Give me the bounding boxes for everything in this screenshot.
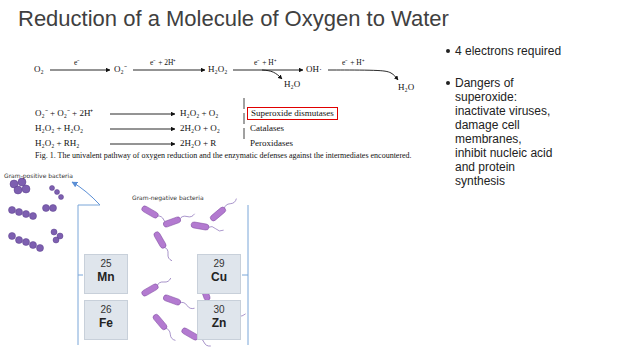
atomic-number: 25 [85,258,127,270]
equation-left: H₂O₂ + H₂O₂ [35,123,83,134]
species: H₂O₂ [208,64,227,75]
highlight-box: Superoxide dismutases [247,107,338,120]
reaction-arrow [133,70,205,71]
element-tile: 26Fe [84,300,128,340]
element-symbol: Zn [198,316,240,330]
reaction-arrow [50,70,110,71]
reagent: e⁻ + H⁺ [342,58,365,67]
reaction-arrows [50,70,398,144]
bullet-dot [446,49,450,53]
element-tile: 25Mn [84,254,128,294]
element-symbol: Cu [198,270,240,284]
group-bracket [78,205,248,345]
element-tile: 29Cu [197,254,241,294]
element-symbol: Fe [85,316,127,330]
element-tile: 30Zn [197,300,241,340]
bullet-text: 4 electrons required [455,44,575,58]
equation-right: 2H₂O + O₂ [180,123,220,134]
group-label: Gram-negative bacteria [132,194,204,201]
reaction-arrow [110,129,175,130]
atomic-number: 26 [85,304,127,316]
atomic-number: 29 [198,258,240,270]
species: OH· [306,64,322,75]
reagent: e⁻ + 2H⁺ [150,58,176,67]
gram-positive-cocci [9,178,64,252]
enzyme-name: Catalases [250,123,284,134]
figure-caption: Fig. 1. The univalent pathway of oxygen … [35,151,415,161]
reagent: e⁻ + H⁺ [254,58,277,67]
enzyme-name: Superoxide dismutases [251,108,334,119]
equation-right: 2H₂O + R [180,138,216,149]
enzyme-brackets [244,98,245,139]
group-label: Gram-positive bacteria [4,172,73,179]
slide-title: Reduction of a Molecule of Oxygen to Wat… [18,6,449,32]
pointer-arrow [72,182,100,205]
equation-right: H₂O₂ + O₂ [180,108,219,119]
equation-left: O₂⁻ + O₂⁻ + 2H⁺ [35,108,93,119]
bullet-dot [446,81,450,85]
bullet-text: Dangers of superoxide: inactivate viruse… [455,76,555,188]
product: H₂O [284,79,300,90]
atomic-number: 30 [198,304,240,316]
reaction-arrow [262,70,282,79]
gram-negative-rods [141,196,246,348]
reaction-arrow [110,144,175,145]
species: O₂ [34,64,44,75]
product: H₂O [398,82,414,93]
reaction-arrow [328,70,398,80]
equation-left: H₂O₂ + RH₂ [35,138,80,149]
species: O₂⁻ [114,64,127,75]
enzyme-name: Peroxidases [250,138,293,149]
reagent: e⁻ [74,58,80,67]
reaction-arrow [110,114,175,115]
element-symbol: Mn [85,270,127,284]
